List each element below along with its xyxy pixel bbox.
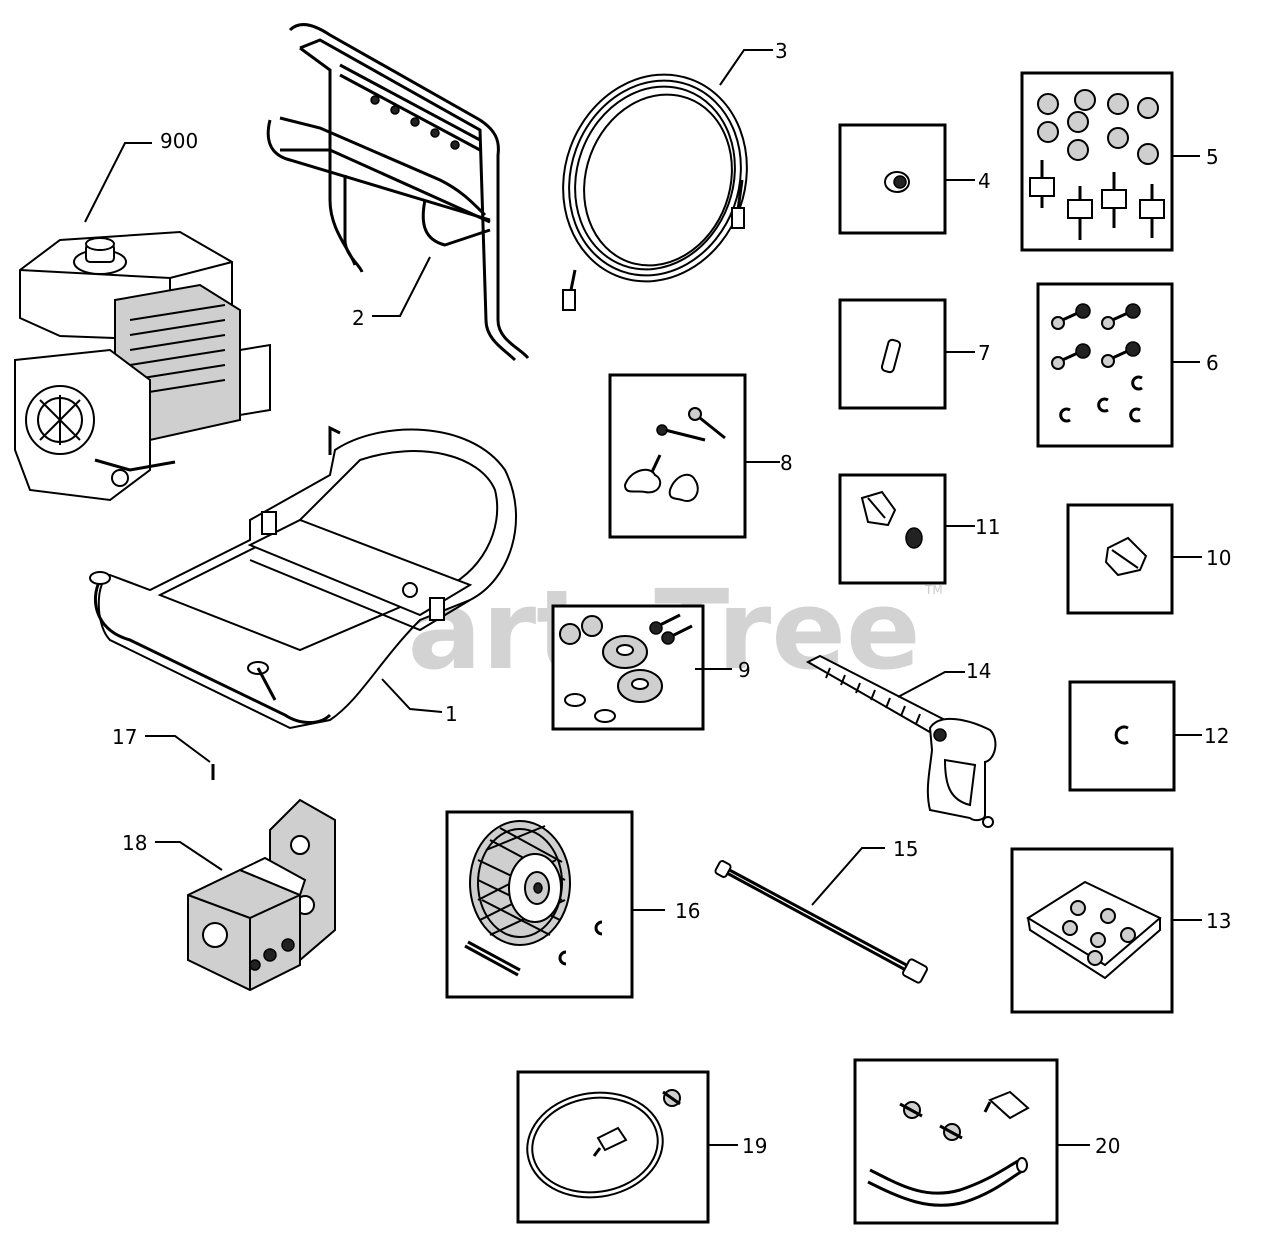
part-7-drawing xyxy=(880,338,902,374)
part-9-drawing xyxy=(559,613,693,723)
part-box-12 xyxy=(1068,680,1176,792)
wheel-drawing xyxy=(464,820,603,977)
part-label-19: 19 xyxy=(742,1134,767,1158)
leader-18 xyxy=(155,841,223,871)
part-label-18: 18 xyxy=(122,831,147,855)
wand-drawing xyxy=(714,860,928,984)
leader-17 xyxy=(145,735,211,763)
part-19-drawing xyxy=(526,1089,681,1199)
part-box-8 xyxy=(608,373,747,539)
part-label-10: 10 xyxy=(1206,546,1231,570)
part-4-drawing xyxy=(884,171,910,193)
part-10-drawing xyxy=(1104,536,1148,577)
leader-14 xyxy=(897,671,965,698)
leader-3 xyxy=(719,49,773,86)
part-label-16: 16 xyxy=(675,899,700,923)
part-label-8: 8 xyxy=(780,451,793,475)
part-label-2: 2 xyxy=(352,306,365,330)
part-5-drawing xyxy=(1029,89,1165,240)
part-13-drawing xyxy=(1026,880,1162,980)
part-label-3: 3 xyxy=(775,39,788,63)
part-label-13: 13 xyxy=(1206,909,1231,933)
part-label-17: 17 xyxy=(112,725,137,749)
hose-coil-drawing xyxy=(562,73,748,311)
leader-15 xyxy=(811,847,885,906)
part-label-6: 6 xyxy=(1206,351,1219,375)
part-12-drawing xyxy=(1114,725,1129,745)
leader-900 xyxy=(84,142,152,223)
part-label-9: 9 xyxy=(738,658,751,682)
leader-1 xyxy=(381,678,443,713)
spray-gun-drawing xyxy=(805,654,997,828)
leader-2 xyxy=(372,256,431,317)
part-label-4: 4 xyxy=(978,169,991,193)
part-box-20 xyxy=(853,1058,1059,1225)
base-frame-drawing xyxy=(89,425,518,730)
part-6-drawing xyxy=(1051,303,1143,423)
pump-drawing xyxy=(187,798,336,992)
watermark-trademark: TM xyxy=(924,583,943,597)
handle-frame-drawing xyxy=(266,23,530,362)
part-11-drawing xyxy=(860,490,923,549)
part-label-12: 12 xyxy=(1204,724,1229,748)
part-label-5: 5 xyxy=(1206,145,1219,169)
part-label-15: 15 xyxy=(893,837,918,861)
part-label-1: 1 xyxy=(445,702,458,726)
part-20-drawing xyxy=(867,1090,1030,1207)
part-box-11 xyxy=(838,473,947,585)
part-label-14: 14 xyxy=(966,659,991,683)
part-label-20: 20 xyxy=(1095,1134,1120,1158)
part-label-900: 900 xyxy=(160,129,198,153)
part-label-7: 7 xyxy=(978,341,991,365)
part-label-11: 11 xyxy=(975,515,1000,539)
engine-drawing xyxy=(14,230,271,502)
part-8-drawing xyxy=(623,407,726,502)
